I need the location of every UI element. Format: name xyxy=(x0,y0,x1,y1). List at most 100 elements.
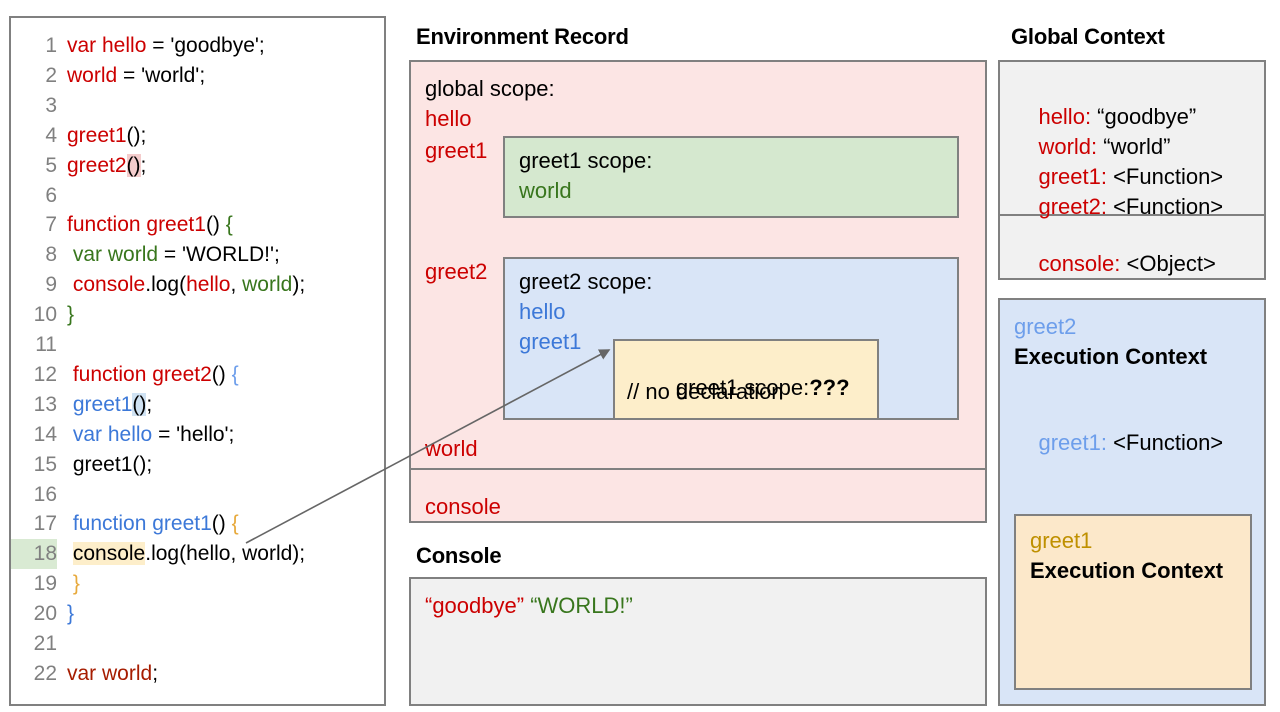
code-token: .log( xyxy=(145,273,187,297)
code-token: function greet1 xyxy=(72,512,212,536)
greet2-execution-context-box: greet2 Execution Context greet1: <Functi… xyxy=(998,298,1266,706)
global-entry-greet1-value: <Function> xyxy=(1113,164,1224,189)
line-number-22: 22 xyxy=(33,661,57,685)
code-line-17[interactable]: 17 function greet1() { xyxy=(11,509,384,539)
code-token: world xyxy=(242,273,293,297)
global-entry-console: console: <Object> xyxy=(1038,251,1216,276)
code-token: } xyxy=(67,602,75,626)
global-entry-console-key: console xyxy=(1038,251,1115,276)
code-token: .log(hello, world); xyxy=(145,542,306,566)
global-binding-greet2: greet2 xyxy=(425,259,488,284)
code-line-6[interactable]: 6 xyxy=(11,181,384,211)
code-token: () xyxy=(211,512,232,536)
code-token: hello xyxy=(186,273,231,297)
code-token: = 'hello'; xyxy=(152,422,235,446)
greet2-scope-var-hello: hello xyxy=(519,299,566,324)
greet1-inner-marker: ??? xyxy=(809,375,850,400)
code-token: function greet2 xyxy=(67,362,212,386)
global-entry-greet2-key: greet2 xyxy=(1038,194,1101,219)
line-number-20: 20 xyxy=(33,602,57,626)
global-entry-hello-key: hello xyxy=(1038,104,1085,129)
global-entry-world-key: world xyxy=(1038,134,1092,159)
code-line-14[interactable]: 14 var hello = 'hello'; xyxy=(11,420,384,450)
greet2-scope-var-greet1: greet1 xyxy=(519,329,582,354)
greet2-ec-heading: Execution Context xyxy=(1014,344,1208,369)
code-token: () xyxy=(211,362,232,386)
code-line-18[interactable]: 18 console.log(hello, world); xyxy=(11,539,384,570)
code-token: var hello xyxy=(72,422,153,446)
code-text-20: } xyxy=(67,602,74,625)
line-number-3: 3 xyxy=(45,93,57,117)
code-text-12: function greet2() { xyxy=(67,363,239,386)
line-number-11: 11 xyxy=(35,333,57,356)
global-binding-greet1: greet1 xyxy=(425,138,488,163)
greet2-ec-entry-value: <Function> xyxy=(1113,430,1224,455)
code-token: () xyxy=(132,392,147,416)
code-token: (); xyxy=(126,123,147,147)
greet1-ec-name: greet1 xyxy=(1030,528,1093,553)
code-text-9: console.log(hello, world); xyxy=(67,273,305,296)
code-line-20[interactable]: 20} xyxy=(11,599,384,629)
code-line-19[interactable]: 19 } xyxy=(11,569,384,599)
code-text-2: world = 'world'; xyxy=(67,64,205,87)
line-number-16: 16 xyxy=(33,482,57,506)
code-line-10[interactable]: 10} xyxy=(11,300,384,330)
code-line-8[interactable]: 8 var world = 'WORLD!'; xyxy=(11,240,384,270)
console-token-0: “goodbye” xyxy=(425,593,531,618)
code-token: { xyxy=(231,512,239,536)
code-line-3[interactable]: 3 xyxy=(11,91,384,121)
code-token: = 'goodbye'; xyxy=(146,34,265,57)
global-entry-console-value: <Object> xyxy=(1126,251,1216,276)
code-token: var world xyxy=(67,661,153,685)
code-token: = 'world'; xyxy=(117,63,206,87)
console-title: Console xyxy=(416,543,502,568)
global-context-title: Global Context xyxy=(1011,24,1165,49)
code-token: function greet1 xyxy=(67,213,206,237)
greet2-ec-name: greet2 xyxy=(1014,314,1077,339)
code-text-19: } xyxy=(67,572,80,595)
global-entry-hello-value: “goodbye” xyxy=(1097,104,1197,129)
line-number-1: 1 xyxy=(45,34,57,57)
code-line-21[interactable]: 21 xyxy=(11,629,384,659)
code-line-12[interactable]: 12 function greet2() { xyxy=(11,360,384,390)
code-token xyxy=(67,542,73,565)
code-token: var world xyxy=(72,243,159,267)
code-line-16[interactable]: 16 xyxy=(11,480,384,510)
code-token: { xyxy=(231,362,239,386)
code-token: = 'WORLD!'; xyxy=(158,243,280,267)
code-token: greet1 xyxy=(67,123,127,147)
global-context-divider xyxy=(1000,214,1264,216)
global-scope-label: global scope: xyxy=(425,76,555,101)
console-output-box: “goodbye” “WORLD!” xyxy=(409,577,987,706)
line-number-21: 21 xyxy=(33,632,57,655)
code-text-4: greet1(); xyxy=(67,124,146,147)
code-token: () xyxy=(126,153,141,177)
code-line-9[interactable]: 9 console.log(hello, world); xyxy=(11,270,384,300)
code-line-11[interactable]: 11 xyxy=(11,330,384,360)
global-entry-greet1: greet1: <Function> xyxy=(1038,164,1224,189)
line-number-12: 12 xyxy=(33,362,57,386)
code-token: greet2 xyxy=(67,153,127,177)
greet1-inner-scope-box: greet1 scope:??? // no declaration xyxy=(613,339,879,420)
global-entry-greet1-key: greet1 xyxy=(1038,164,1101,189)
code-text-8: var world = 'WORLD!'; xyxy=(67,243,280,266)
code-line-13[interactable]: 13 greet1(); xyxy=(11,390,384,420)
greet2-scope-header: greet2 scope: xyxy=(519,269,653,294)
code-token: world xyxy=(67,63,118,87)
code-token: console xyxy=(72,542,146,566)
line-number-9: 9 xyxy=(45,273,57,297)
code-text-5: greet2(); xyxy=(67,153,146,177)
global-context-box: hello: “goodbye” world: “world” greet1: … xyxy=(998,60,1266,280)
greet2-ec-entry: greet1: <Function> xyxy=(1038,430,1224,455)
code-line-15[interactable]: 15 greet1(); xyxy=(11,450,384,480)
line-number-14: 14 xyxy=(33,422,57,446)
code-token: } xyxy=(67,303,75,327)
line-number-7: 7 xyxy=(45,213,57,237)
